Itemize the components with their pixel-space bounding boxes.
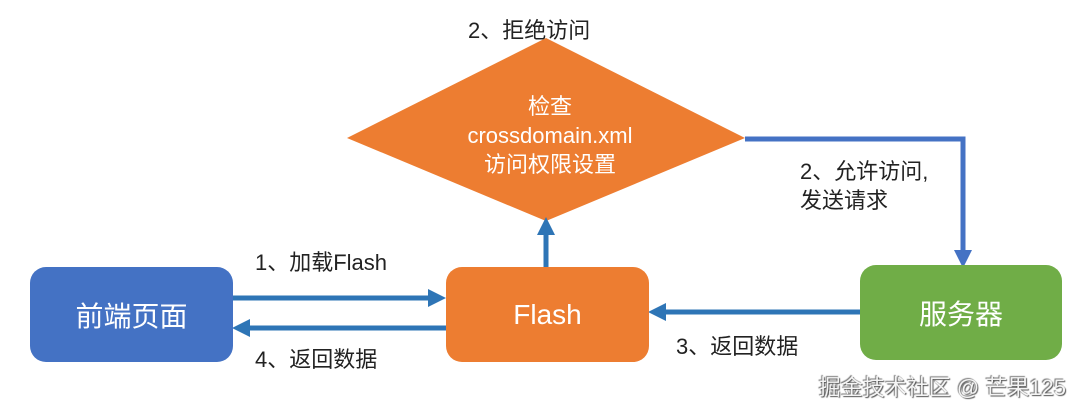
deny-label: 2、拒绝访问: [468, 18, 591, 43]
frontend-label: 前端页面: [75, 300, 188, 332]
flash-return-label: 4、返回数据: [255, 347, 378, 372]
server-node: 服务器: [860, 265, 1062, 360]
arrow-allow-request: [745, 136, 972, 268]
server-label: 服务器: [918, 298, 1003, 330]
allow-label-1: 2、允许访问,: [800, 159, 929, 184]
check-line-1: 检查: [527, 94, 572, 119]
flash-label: Flash: [513, 298, 582, 330]
allow-label-2: 发送请求: [800, 188, 889, 213]
server-return-label: 3、返回数据: [676, 334, 799, 359]
watermark: 掘金技术社区 @ 芒果125: [818, 375, 1066, 400]
check-diamond: [347, 38, 745, 221]
check-line-2: crossdomain.xml: [467, 123, 633, 148]
check-line-3: 访问权限设置: [483, 152, 616, 177]
frontend-node: 前端页面: [30, 267, 233, 362]
check-text: 检查 crossdomain.xml 访问权限设置: [400, 92, 700, 179]
flash-node: Flash: [446, 267, 649, 362]
load-flash-label: 1、加载Flash: [255, 250, 388, 275]
